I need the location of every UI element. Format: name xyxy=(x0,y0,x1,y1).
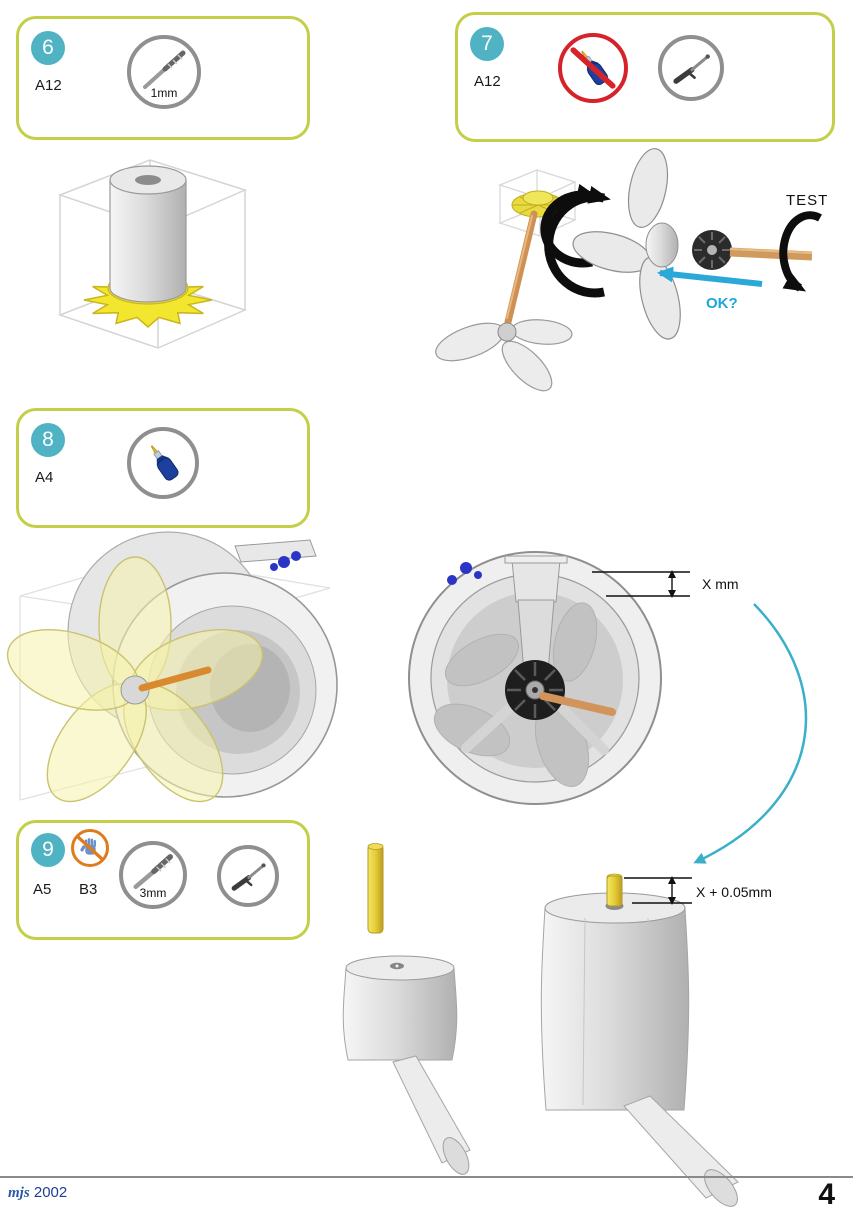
no-glue-circle xyxy=(558,33,628,103)
step-7-box: 7 A12 xyxy=(455,12,835,142)
drill-bit-circle: 3mm xyxy=(119,841,187,909)
spinner-cone xyxy=(645,222,679,268)
step-number-badge: 9 xyxy=(31,833,65,867)
small-pod-leg xyxy=(392,1055,471,1164)
pin-tool-icon xyxy=(673,54,710,84)
part-label: A12 xyxy=(35,77,62,94)
credit-name: mjs xyxy=(8,1185,30,1201)
dimension-bottom xyxy=(624,877,692,904)
no-touch-hand-icon xyxy=(77,836,103,860)
step-8-box: 8 A4 xyxy=(16,408,310,528)
drill-size-label: 3mm xyxy=(139,886,167,900)
dimension-bottom-label: X + 0.05mm xyxy=(696,884,772,900)
pod-assembly-front-illustration xyxy=(408,551,690,805)
rotation-arrow xyxy=(540,183,599,268)
part-label: A4 xyxy=(35,469,54,486)
rotation-arrow-left xyxy=(544,186,611,298)
drill-bit-icon xyxy=(133,854,173,890)
glue-circle xyxy=(127,427,199,499)
ok-label: OK? xyxy=(706,295,738,312)
glue-dab-front xyxy=(447,562,482,585)
footer-divider xyxy=(0,1176,853,1178)
dimension-top xyxy=(592,571,690,597)
shaft-stub xyxy=(539,692,616,716)
propeller-bottom xyxy=(435,319,573,392)
glue-dab-left xyxy=(270,551,301,571)
rotation-arrow-test xyxy=(779,211,822,292)
sleeve-cylinder xyxy=(109,179,187,303)
ok-arrow xyxy=(657,266,763,287)
propeller-test-illustration xyxy=(435,148,822,392)
pod-assembly-left-illustration xyxy=(6,531,338,803)
no-glue-icon xyxy=(570,47,616,89)
part-label: A12 xyxy=(474,73,501,90)
drive-shaft xyxy=(729,247,813,261)
page-number: 4 xyxy=(818,1178,835,1211)
step-number-badge: 6 xyxy=(31,31,65,65)
glue-bottle-icon xyxy=(150,445,179,481)
pin-and-pods-illustration xyxy=(342,843,739,1207)
footer-credit: mjs 2002 xyxy=(8,1184,67,1202)
part-label: A5 xyxy=(33,881,52,898)
pin-tool-circle xyxy=(217,845,279,907)
drill-bit-circle: 1mm xyxy=(127,35,201,109)
part-label: B3 xyxy=(79,881,98,898)
step-6-box: 6 A12 1mm xyxy=(16,16,310,140)
gear-sleeve-illustration xyxy=(57,159,248,349)
test-label: TEST xyxy=(786,192,829,209)
dimension-link-arrow xyxy=(693,603,808,864)
credit-year: 2002 xyxy=(33,1184,68,1201)
pylon xyxy=(511,559,561,603)
yellow-propeller xyxy=(6,556,264,803)
drill-bit-icon xyxy=(143,50,186,89)
large-pod-body xyxy=(540,907,690,1111)
small-pod-body xyxy=(342,967,458,1061)
yellow-pin xyxy=(367,844,384,934)
step-9-box: 9 A5 B3 xyxy=(16,820,310,940)
step-number-badge: 8 xyxy=(31,423,65,457)
drill-size-label: 1mm xyxy=(150,86,178,100)
propeller-shaft xyxy=(504,210,538,326)
pin-tool-icon xyxy=(231,863,266,891)
mount-fin xyxy=(234,539,317,563)
step-number-badge: 7 xyxy=(470,27,504,61)
no-touch-circle xyxy=(71,829,109,867)
pin-tool-circle xyxy=(658,35,724,101)
dimension-top-label: X mm xyxy=(702,576,739,592)
